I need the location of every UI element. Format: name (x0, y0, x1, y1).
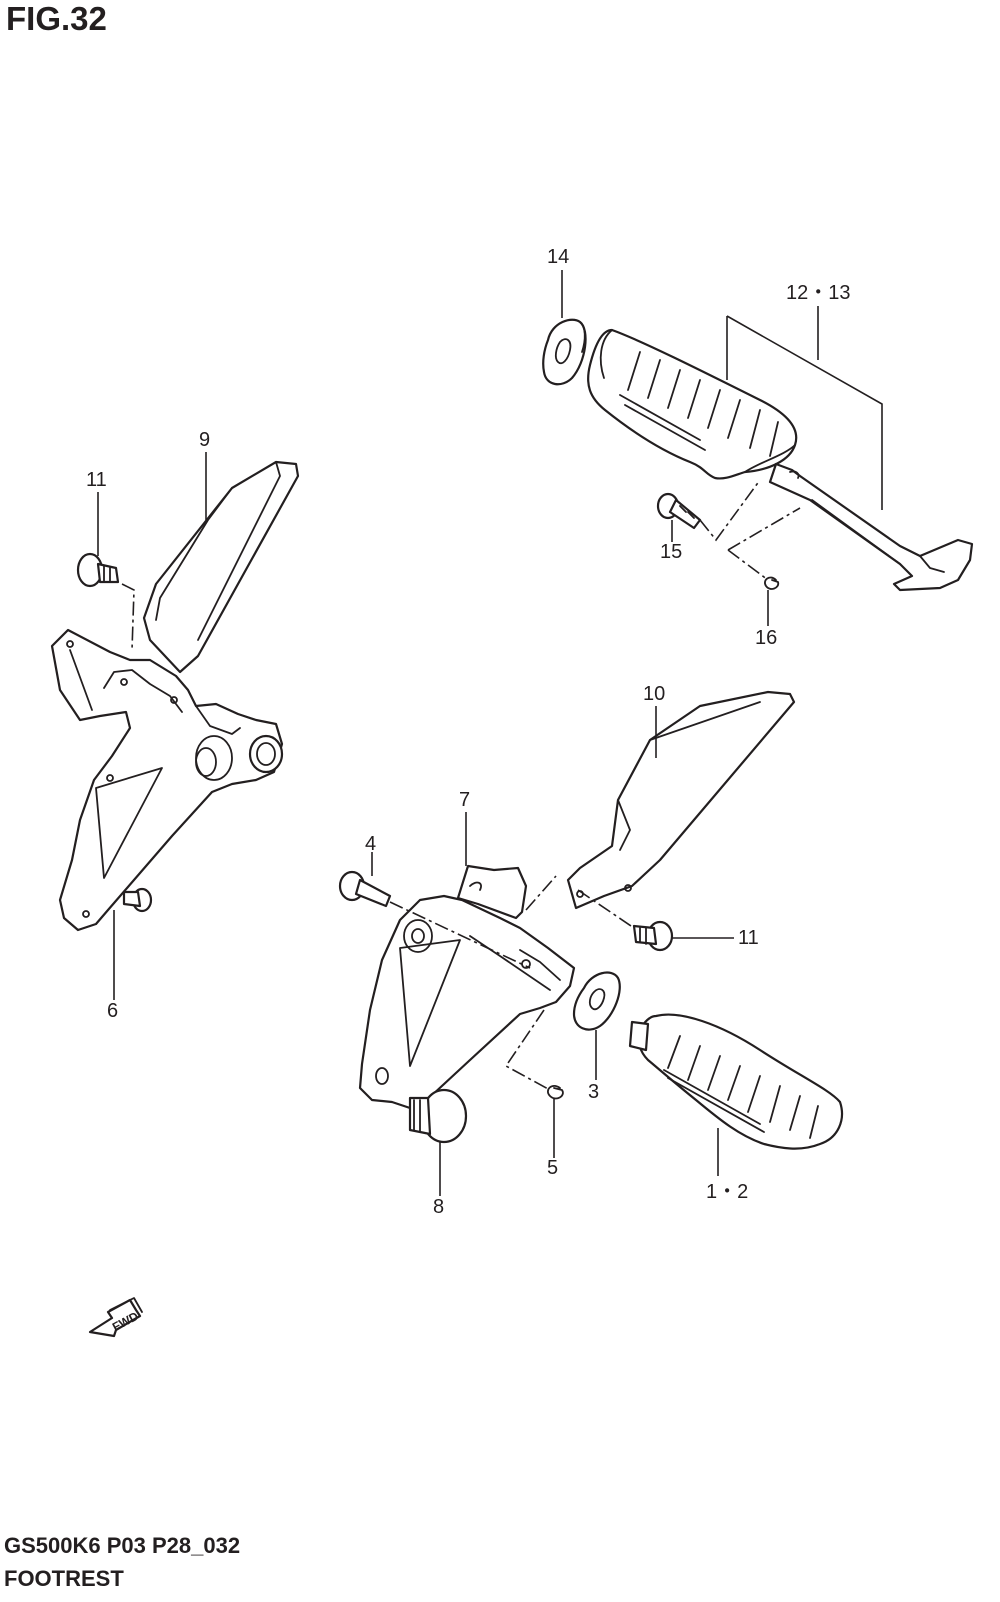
rear-footrest-bracket (768, 462, 974, 592)
section-name: FOOTREST (4, 1566, 124, 1591)
rear-footrest-pin (656, 492, 702, 530)
callout-12-13: 12・13 (786, 282, 851, 304)
heel-plate-right (566, 690, 796, 910)
rear-footrest-washer (542, 318, 587, 386)
callout-7: 7 (459, 789, 470, 811)
front-footrest-rubber (628, 1013, 844, 1150)
rear-footrest-rubber (587, 328, 798, 480)
fwd-arrow-icon: FWD (88, 1297, 143, 1338)
front-bolt-large (408, 1088, 468, 1144)
rear-cotter-pin (764, 576, 780, 590)
figure-title: FIG.32 (6, 0, 107, 37)
callout-9: 9 (199, 429, 210, 451)
bolt-lower-left (122, 887, 153, 913)
callout-1-2: 1・2 (706, 1181, 748, 1203)
heel-plate-left (142, 460, 300, 674)
callout-15: 15 (660, 541, 682, 563)
callout-10: 10 (643, 683, 665, 705)
front-footrest-pin (338, 870, 392, 908)
left-footrest-bracket (50, 628, 284, 932)
bolt-right (632, 920, 674, 952)
front-footrest-bracket (358, 894, 576, 1112)
callout-3: 3 (588, 1081, 599, 1103)
callout-14: 14 (547, 246, 569, 268)
callout-16: 16 (755, 627, 777, 649)
callout-11-top: 11 (86, 469, 107, 491)
bolt-left-top (76, 552, 120, 588)
callout-11-right: 11 (738, 927, 759, 949)
callout-4: 4 (365, 833, 376, 855)
front-cotter-pin (547, 1084, 564, 1100)
callout-8: 8 (433, 1196, 444, 1218)
callout-5: 5 (547, 1157, 558, 1179)
model-code: GS500K6 P03 P28_032 (4, 1533, 241, 1558)
front-footrest-washer (572, 971, 621, 1031)
front-bracket-upper (456, 864, 528, 920)
callout-6: 6 (107, 1000, 118, 1022)
